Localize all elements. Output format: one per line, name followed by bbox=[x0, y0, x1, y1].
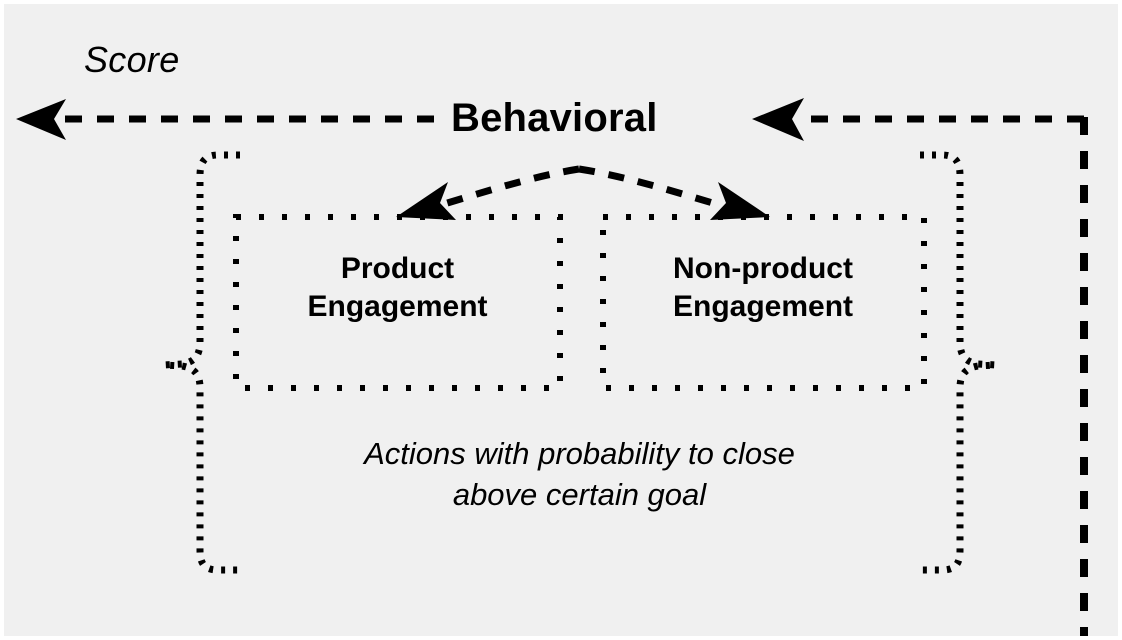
arrow-left-icon bbox=[752, 98, 804, 141]
nonproduct-engagement-label: Non-product Engagement bbox=[602, 250, 924, 327]
product-engagement-line2: Engagement bbox=[307, 290, 488, 324]
caption-text: Actions with probability to close above … bbox=[235, 434, 924, 516]
caption-line-2: above certain goal bbox=[452, 476, 707, 512]
score-label: Score bbox=[84, 39, 180, 80]
arrow-left-icon bbox=[16, 99, 66, 140]
arrow-down-left-icon bbox=[396, 182, 456, 220]
nonproduct-engagement-line1: Non-product bbox=[673, 252, 853, 285]
branch-arrow-left bbox=[396, 165, 580, 220]
feedback-arrow bbox=[752, 98, 1084, 141]
curly-brace-left-icon bbox=[163, 151, 240, 574]
curly-brace-right-icon bbox=[920, 151, 997, 574]
caption-line-1: Actions with probability to close bbox=[364, 436, 795, 471]
arrow-down-right-icon bbox=[710, 182, 770, 220]
product-engagement-line1: Product bbox=[340, 252, 455, 285]
nonproduct-engagement-line2: Engagement bbox=[672, 290, 854, 324]
behavioral-title: Behavioral bbox=[451, 96, 658, 140]
score-arrow bbox=[16, 99, 434, 140]
product-engagement-label: Product Engagement bbox=[235, 250, 560, 327]
branch-arrow-right bbox=[578, 165, 770, 220]
